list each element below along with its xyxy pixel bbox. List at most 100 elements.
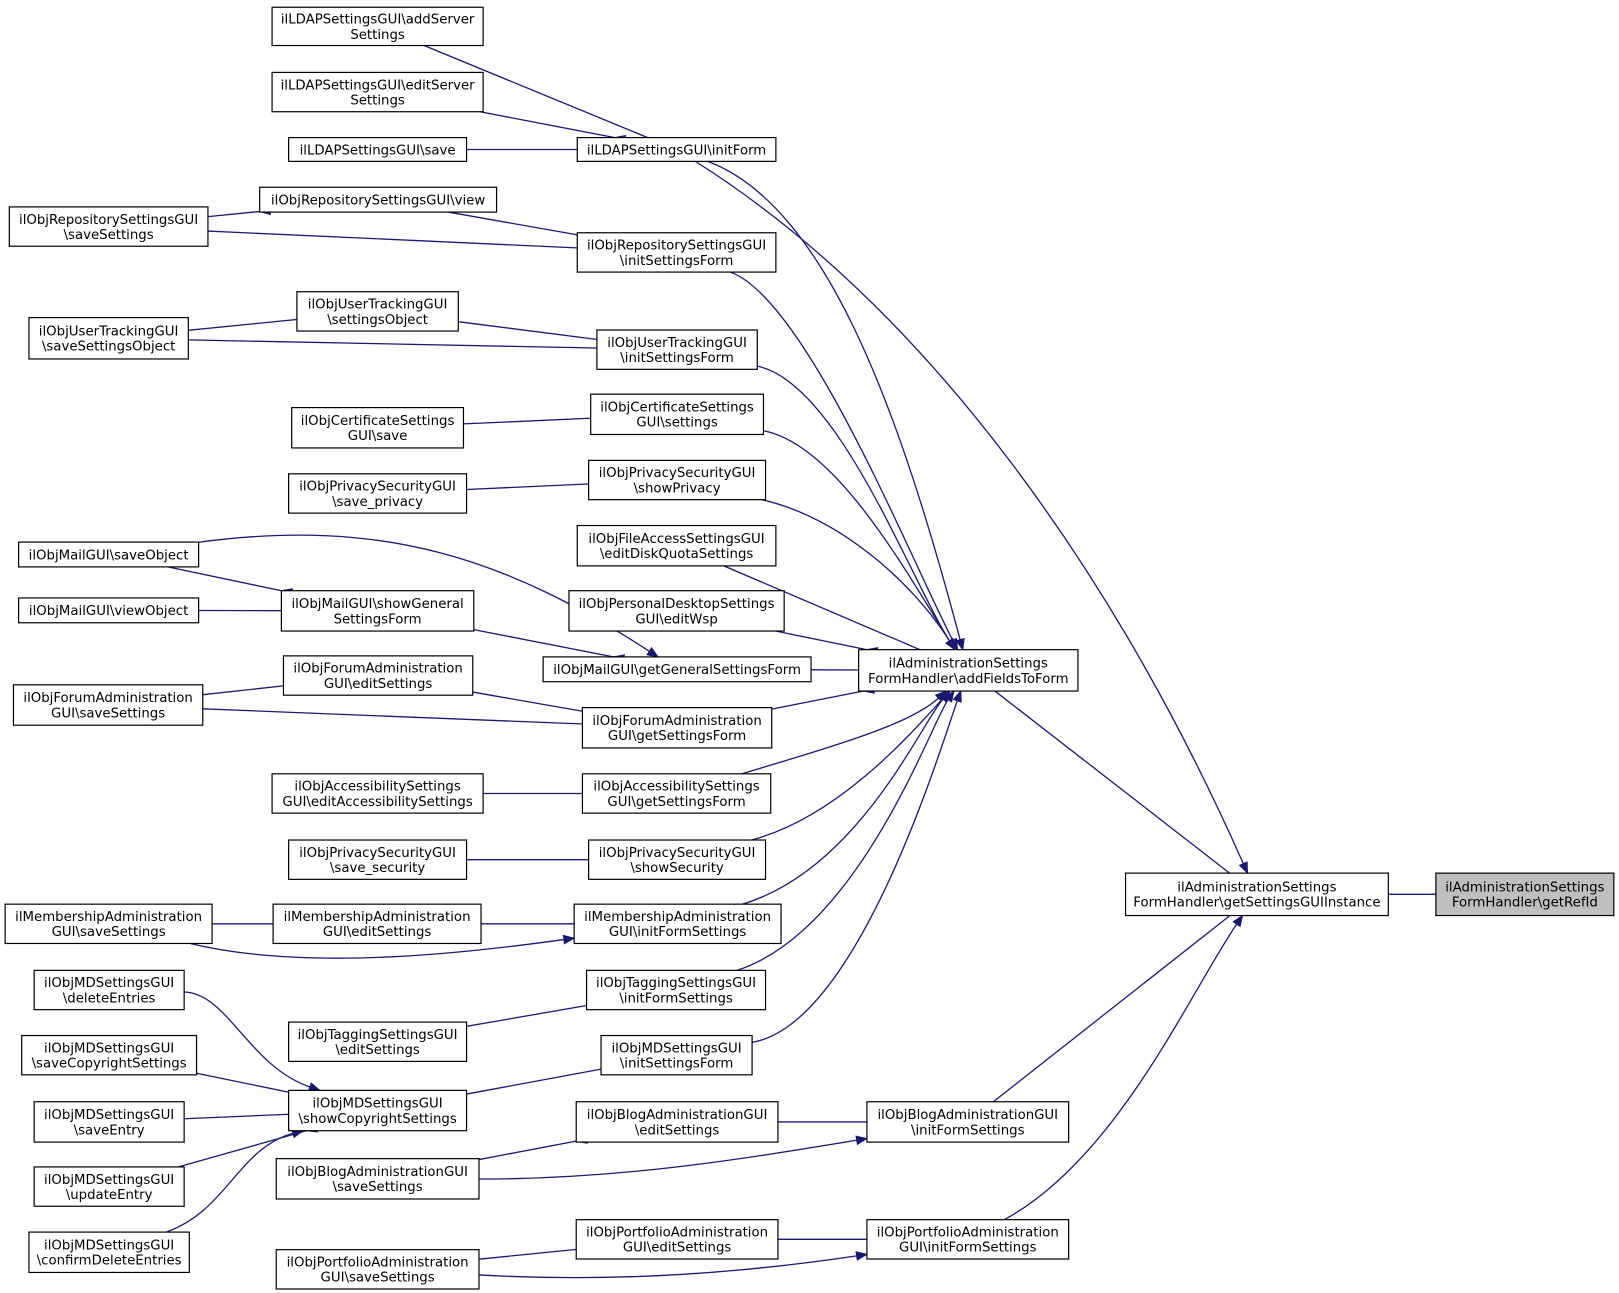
node-box[interactable] [576,232,777,273]
node-box[interactable] [33,1101,185,1143]
graph-node-n24[interactable]: ilObjRepositorySettingsGUI\view [259,186,498,213]
node-box[interactable] [272,903,482,945]
graph-node-n3[interactable]: ilObjBlogAdministrationGUI\initFormSetti… [866,1101,1070,1143]
graph-node-n34[interactable]: ilObjMDSettingsGUI\showCopyrightSettings [288,1089,468,1132]
graph-node-n9[interactable]: ilObjPrivacySecurityGUI\showPrivacy [588,459,767,501]
node-box[interactable] [568,590,785,632]
graph-node-n33[interactable]: ilObjTaggingSettingsGUI\editSettings [288,1021,468,1063]
graph-node-n1[interactable]: ilAdministrationSettingsFormHandler\getS… [1124,872,1389,917]
node-box[interactable] [600,1034,753,1076]
node-box[interactable] [282,655,474,696]
node-box[interactable] [271,773,484,814]
node-box[interactable] [259,186,498,213]
node-box[interactable] [296,291,459,332]
node-box[interactable] [590,393,765,436]
node-box[interactable] [275,1249,480,1290]
graph-node-n46[interactable]: ilObjMDSettingsGUI\updateEntry [33,1166,185,1207]
graph-node-n18[interactable]: ilObjMDSettingsGUI\initSettingsForm [600,1034,753,1076]
graph-node-n4[interactable]: ilObjPortfolioAdministrationGUI\initForm… [866,1219,1070,1260]
graph-node-n30[interactable]: ilObjAccessibilitySettingsGUI\editAccess… [271,773,484,814]
graph-node-n47[interactable]: ilObjMDSettingsGUI\confirmDeleteEntries [28,1231,190,1274]
node-box[interactable] [575,1101,779,1143]
graph-node-n7[interactable]: ilObjUserTrackingGUI\initSettingsForm [596,329,758,370]
node-box[interactable] [21,1034,198,1076]
node-label: \initSettingsForm [620,1057,734,1072]
node-box[interactable] [4,903,213,945]
node-box[interactable] [588,459,767,501]
node-box[interactable] [858,649,1079,692]
node-box[interactable] [288,473,468,514]
graph-node-n16[interactable]: ilMembershipAdministrationGUI\initFormSe… [573,903,782,945]
node-box[interactable] [280,590,475,632]
graph-node-n31[interactable]: ilObjPrivacySecurityGUI\save_security [288,839,468,880]
node-box[interactable] [18,597,200,624]
node-box[interactable] [33,969,185,1011]
graph-node-n44[interactable]: ilObjMDSettingsGUI\saveCopyrightSettings [21,1034,198,1076]
node-box[interactable] [581,773,772,814]
graph-node-n39[interactable]: ilObjMailGUI\saveObject [18,541,200,568]
graph-node-n2[interactable]: ilAdministrationSettingsFormHandler\addF… [858,649,1079,692]
node-box[interactable] [288,839,468,880]
node-box[interactable] [866,1219,1070,1260]
graph-node-n37[interactable]: ilObjRepositorySettingsGUI\saveSettings [8,206,209,247]
graph-node-n43[interactable]: ilObjMDSettingsGUI\deleteEntries [33,969,185,1011]
graph-node-n35[interactable]: ilObjBlogAdministrationGUI\saveSettings [275,1158,480,1200]
node-box[interactable] [573,903,782,945]
node-box[interactable] [596,329,758,370]
node-box[interactable] [28,1231,190,1274]
graph-node-n27[interactable]: ilObjPrivacySecurityGUI\save_privacy [288,473,468,514]
graph-node-n45[interactable]: ilObjMDSettingsGUI\saveEntry [33,1101,185,1143]
node-box[interactable] [1124,872,1389,917]
node-box[interactable] [576,524,777,567]
graph-node-n36[interactable]: ilObjPortfolioAdministrationGUI\saveSett… [275,1249,480,1290]
graph-node-n40[interactable]: ilObjMailGUI\viewObject [18,597,200,624]
node-box[interactable] [588,839,767,880]
node-box[interactable] [12,684,204,726]
graph-node-n23[interactable]: ilLDAPSettingsGUI\save [288,136,468,162]
node-box[interactable] [291,406,465,449]
node-box[interactable] [288,136,468,162]
node-box[interactable] [8,206,209,247]
node-box[interactable] [28,316,189,360]
node-box[interactable] [585,969,767,1011]
node-box[interactable] [1435,872,1615,917]
edge-n11-to-n2 [775,630,878,653]
node-box[interactable] [575,1219,779,1260]
graph-node-n5[interactable]: ilLDAPSettingsGUI\initForm [576,136,777,162]
node-box[interactable] [271,6,484,47]
node-box[interactable] [33,1166,185,1207]
graph-node-n14[interactable]: ilObjAccessibilitySettingsGUI\getSetting… [581,773,772,814]
node-box[interactable] [18,541,200,568]
graph-node-n12[interactable]: ilObjMailGUI\getGeneralSettingsForm [542,656,812,683]
node-box[interactable] [581,707,773,749]
graph-node-n6[interactable]: ilObjRepositorySettingsGUI\initSettingsF… [576,232,777,273]
graph-node-n17[interactable]: ilObjTaggingSettingsGUI\initFormSettings [585,969,767,1011]
node-label: ilObjCertificateSettings [301,414,455,429]
graph-node-n20[interactable]: ilObjPortfolioAdministrationGUI\editSett… [575,1219,779,1260]
node-box[interactable] [288,1089,468,1132]
graph-node-n0[interactable]: ilAdministrationSettingsFormHandler\getR… [1435,872,1615,917]
graph-node-n13[interactable]: ilObjForumAdministrationGUI\getSettingsF… [581,707,773,749]
graph-node-n15[interactable]: ilObjPrivacySecurityGUI\showSecurity [588,839,767,880]
node-label: ilObjMDSettingsGUI [44,976,174,991]
node-box[interactable] [275,1158,480,1200]
graph-node-n42[interactable]: ilMembershipAdministrationGUI\saveSettin… [4,903,213,945]
graph-node-n19[interactable]: ilObjBlogAdministrationGUI\editSettings [575,1101,779,1143]
node-box[interactable] [288,1021,468,1063]
node-box[interactable] [866,1101,1070,1143]
node-box[interactable] [576,136,777,162]
node-box[interactable] [542,656,812,683]
graph-node-n10[interactable]: ilObjFileAccessSettingsGUI\editDiskQuota… [576,524,777,567]
graph-node-n38[interactable]: ilObjUserTrackingGUI\saveSettingsObject [28,316,189,360]
graph-node-n25[interactable]: ilObjUserTrackingGUI\settingsObject [296,291,459,332]
node-box[interactable] [271,71,484,113]
graph-node-n32[interactable]: ilMembershipAdministrationGUI\editSettin… [272,903,482,945]
